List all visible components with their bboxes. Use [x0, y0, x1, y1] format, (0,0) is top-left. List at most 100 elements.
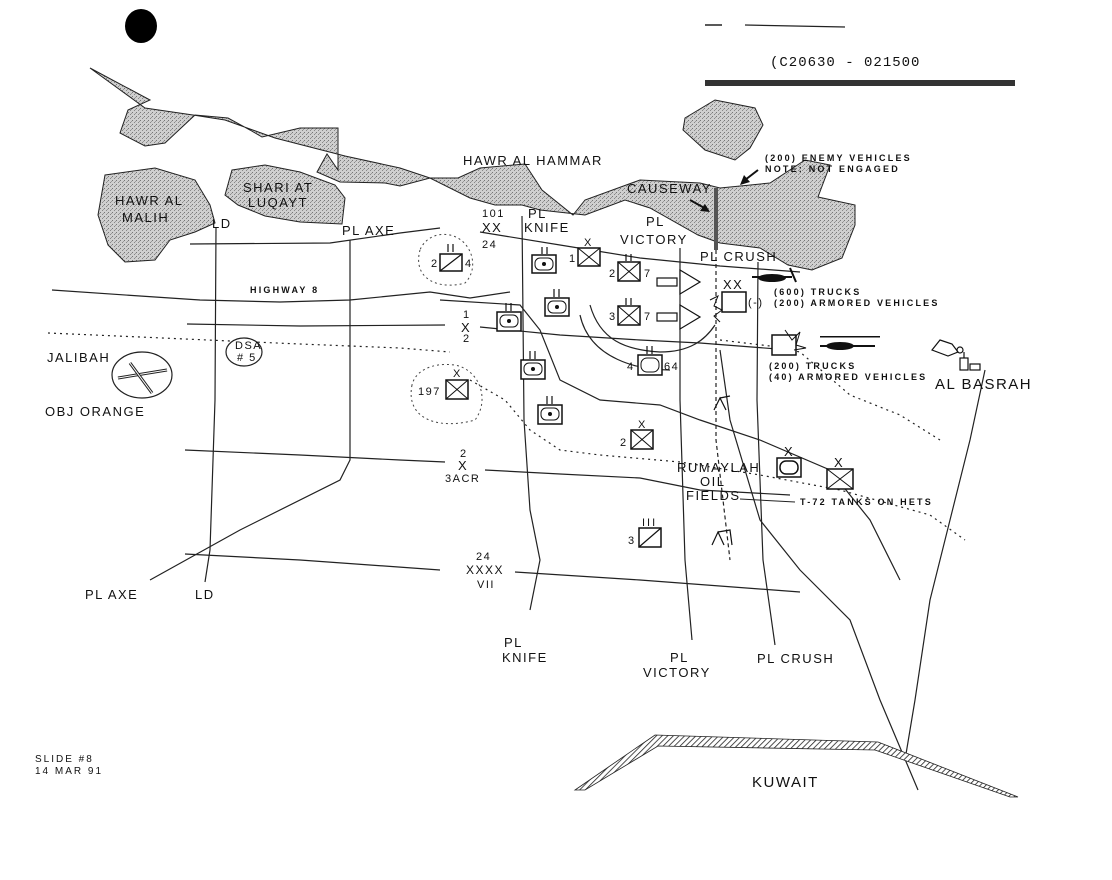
obj-orange-label: OBJ ORANGE	[45, 404, 145, 419]
t72-tanks-note: T-72 TANKS ON HETS	[800, 497, 933, 507]
unit-label: 3	[609, 311, 617, 323]
unit-3-7-infantry-battalion[interactable]	[617, 305, 641, 326]
pl-victory-label-bottom-1: PL	[670, 650, 689, 665]
al-basrah-road	[904, 369, 986, 761]
runway-inner	[129, 362, 153, 394]
pl-knife-phase-line	[521, 215, 541, 611]
pl-victory-label-top-1: PL	[646, 214, 665, 229]
dotted-escape-route	[469, 379, 966, 541]
header-underline	[705, 80, 1015, 86]
div-101-number: 101	[482, 208, 505, 220]
enemy-brigade-echelon: X	[784, 444, 794, 459]
al-basrah-label: AL BASRAH	[935, 376, 1032, 393]
bde-boundary-line	[479, 326, 791, 351]
corps-number: 24	[476, 551, 491, 563]
highway-8-label: HIGHWAY 8	[250, 285, 319, 295]
causeway-bridge	[714, 188, 718, 250]
unit-echelon: X	[453, 368, 462, 380]
enemy-division-echelon: XX	[723, 277, 743, 292]
corps-designation: VII	[477, 579, 495, 591]
shari-at-luqayt-marsh	[224, 164, 346, 225]
rumaylah-label-3: FIELDS	[686, 488, 741, 503]
causeway-arrowhead	[700, 204, 710, 212]
vehicle-icon	[931, 339, 964, 357]
jalibah-label: JALIBAH	[47, 350, 110, 365]
pl-knife-label-top-2: KNIFE	[524, 220, 570, 235]
unit-1st-brigade[interactable]	[577, 247, 601, 267]
unit-label: 7	[644, 268, 652, 280]
dotted-unit-area	[410, 363, 483, 425]
oil-derrick-icon	[713, 395, 731, 411]
corps-boundary-line-east	[514, 571, 801, 593]
pl-crush-label-top: PL CRUSH	[700, 249, 777, 264]
unit-label: 4	[627, 361, 635, 373]
wide-arc-route	[719, 349, 919, 791]
bde-1-echelon: X	[461, 320, 471, 335]
runway-inner	[117, 369, 168, 379]
unit-label: 7	[644, 311, 652, 323]
t72-leader-line	[739, 498, 796, 503]
rumaylah-label-2: OIL	[700, 474, 725, 489]
north-trucks-count: (600) TRUCKS	[774, 287, 861, 297]
enemy-division-suffix: (-)	[748, 297, 764, 309]
enemy-unit-destroyed-south[interactable]	[771, 329, 807, 356]
div-101-adjacent: 24	[482, 239, 497, 251]
unit-label: 4	[465, 258, 473, 270]
unit-label: 3	[628, 535, 636, 547]
unit-armor-battalion[interactable]	[531, 254, 557, 274]
hawr-al-malih-label-1: HAWR AL	[115, 193, 184, 208]
unit-label: 197	[418, 386, 441, 398]
enemy-armor-brigade[interactable]	[776, 457, 802, 478]
unit-echelon: X	[584, 237, 593, 249]
dsa-label-2: # 5	[237, 352, 257, 364]
punch-hole-dot	[125, 9, 157, 43]
acr-number: 2	[460, 448, 468, 460]
dotted-route	[47, 332, 451, 353]
south-trucks-count: (200) TRUCKS	[769, 361, 856, 371]
unit-label: 2	[620, 437, 628, 449]
kuwait-label: KUWAIT	[752, 774, 819, 791]
attack-arrow	[656, 268, 702, 331]
enemy-division-destroyed[interactable]	[709, 291, 747, 323]
unit-197th-brigade[interactable]	[445, 379, 469, 400]
unit-armor-battalion[interactable]	[496, 311, 522, 332]
road-line	[186, 323, 446, 327]
pl-victory-label-top-2: VICTORY	[620, 232, 688, 247]
slide-number: SLIDE #8	[35, 754, 94, 765]
attack-route-curve	[589, 304, 716, 353]
highway-8-road	[51, 289, 511, 303]
unit-2nd-brigade[interactable]	[630, 429, 654, 450]
causeway-island	[682, 99, 764, 161]
pl-crush-phase-line	[756, 261, 776, 646]
dsa-label-1: DSA	[235, 340, 262, 352]
shari-at-luqayt-label-1: SHARI AT	[243, 180, 313, 195]
helicopter-icon	[820, 336, 880, 350]
unit-2-4-armor-battalion[interactable]	[439, 253, 463, 272]
acr-boundary-line-east	[484, 469, 791, 496]
acr-boundary-line	[184, 449, 446, 463]
bde-1-adjacent: 2	[463, 333, 471, 345]
unit-armor-battalion[interactable]	[537, 404, 563, 425]
enemy-vehicles-arrowhead	[740, 175, 750, 185]
unit-4-64-armor-battalion[interactable]	[637, 354, 663, 376]
helicopter-icon	[752, 267, 797, 283]
div-boundary-line	[479, 231, 801, 273]
unit-3-regiment-echelon: III	[642, 517, 657, 529]
unit-3-regiment[interactable]	[638, 527, 662, 548]
rumaylah-label-1: RUMAYLAH	[677, 460, 760, 475]
unit-armor-battalion[interactable]	[520, 359, 546, 380]
pl-knife-label-top-1: PL	[528, 206, 547, 221]
enemy-vehicles-note-2: NOTE: NOT ENGAGED	[765, 164, 900, 174]
hawr-al-malih-marsh	[97, 167, 216, 263]
time-range-header: (C20630 - 021500	[770, 55, 921, 71]
hawr-al-hammar-label: HAWR AL HAMMAR	[463, 153, 603, 168]
shari-at-luqayt-label-2: LUQAYT	[248, 195, 308, 210]
pl-knife-label-bottom-2: KNIFE	[502, 650, 548, 665]
unit-2-7-infantry-battalion[interactable]	[617, 261, 641, 282]
road-line	[189, 227, 441, 245]
enemy-infantry-brigade[interactable]	[826, 468, 854, 490]
unit-echelon: X	[638, 419, 647, 431]
slide-date: 14 MAR 91	[35, 766, 104, 777]
causeway-label: CAUSEWAY	[627, 181, 712, 196]
unit-armor-battalion[interactable]	[544, 297, 570, 317]
